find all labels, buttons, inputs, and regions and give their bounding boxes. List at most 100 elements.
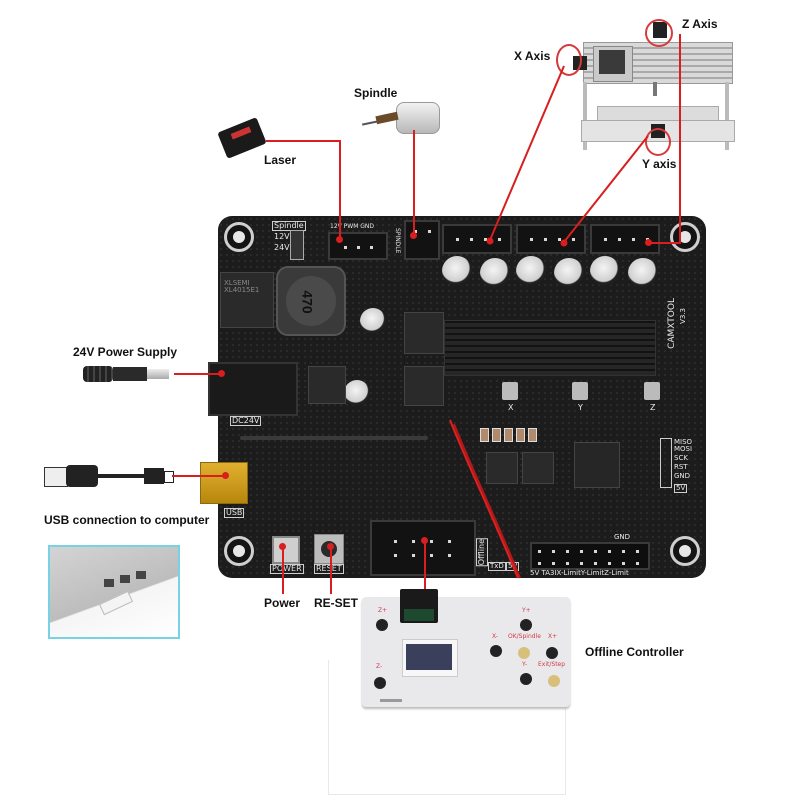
offline-controller: Z+ Z- Y+ X- OK/Spindle X+ Y- Exit/Step bbox=[362, 589, 570, 707]
regulator-chip bbox=[220, 272, 274, 328]
silk-power: POWER bbox=[270, 564, 304, 574]
controller-board: Spindle 12V 24V 12V PWM GND SPINDLE XLSE… bbox=[200, 216, 706, 578]
mosfet bbox=[404, 366, 444, 406]
spindle-connector[interactable] bbox=[404, 220, 440, 260]
y-minus-button[interactable] bbox=[520, 673, 532, 685]
y-current-pot[interactable] bbox=[572, 382, 588, 400]
microcontroller bbox=[574, 442, 620, 488]
spindle-label: Spindle bbox=[354, 86, 398, 100]
silk-pot-z: Z bbox=[650, 403, 656, 412]
x-minus-label: X- bbox=[492, 633, 498, 640]
silk-pot-x: X bbox=[508, 403, 514, 412]
silk-pot-y: Y bbox=[578, 403, 583, 412]
power-label: Power bbox=[264, 596, 301, 610]
z-plus-label: Z+ bbox=[378, 607, 388, 614]
x-axis-label: X Axis bbox=[514, 49, 551, 63]
limit-switch-header[interactable] bbox=[530, 542, 650, 570]
inductor: 470 bbox=[276, 266, 346, 336]
x-current-pot[interactable] bbox=[502, 382, 518, 400]
silk-isp-2: SCK bbox=[674, 454, 688, 462]
red-wire bbox=[449, 419, 521, 579]
usb-cable-image bbox=[44, 463, 174, 489]
controller-connector bbox=[400, 589, 438, 623]
capacitor bbox=[344, 380, 370, 406]
board-divider-strip bbox=[240, 436, 428, 440]
laser-image bbox=[217, 117, 269, 160]
power-switch[interactable] bbox=[272, 536, 300, 564]
silk-12v: 12V bbox=[274, 232, 290, 241]
y-axis-label: Y axis bbox=[642, 157, 677, 171]
offline-controller-header[interactable] bbox=[370, 520, 476, 576]
x-plus-label: X+ bbox=[548, 633, 558, 640]
exit-step-button[interactable] bbox=[548, 675, 560, 687]
y-plus-button[interactable] bbox=[520, 619, 532, 631]
ok-spindle-button[interactable] bbox=[518, 647, 530, 659]
x-axis-connector[interactable] bbox=[442, 224, 512, 254]
y-axis-connector-line bbox=[560, 135, 649, 247]
y-axis-motor-highlight bbox=[645, 128, 671, 156]
offline-controller-label: Offline Controller bbox=[585, 645, 684, 659]
x-axis-connector-line bbox=[486, 65, 565, 245]
mounting-hole bbox=[224, 536, 254, 566]
laser-label: Laser bbox=[264, 153, 297, 167]
usb-connection-label: USB connection to computer bbox=[44, 513, 210, 527]
board-version: V3.3 bbox=[679, 308, 687, 324]
silk-spindle: Spindle bbox=[272, 221, 306, 231]
mounting-hole bbox=[670, 536, 700, 566]
capacitor bbox=[554, 258, 584, 288]
cnc-machine-image bbox=[573, 22, 740, 153]
z-current-pot[interactable] bbox=[644, 382, 660, 400]
driver-heatsink bbox=[444, 320, 656, 376]
mounting-hole bbox=[670, 222, 700, 252]
z-axis-motor-highlight bbox=[645, 19, 673, 47]
usb-serial-chip bbox=[486, 452, 518, 484]
usb-port[interactable] bbox=[200, 462, 248, 504]
spindle-image bbox=[361, 100, 442, 140]
capacitor bbox=[480, 258, 510, 288]
ok-spindle-label: OK/Spindle bbox=[508, 633, 541, 640]
x-axis-motor-highlight bbox=[556, 44, 582, 76]
mosfet bbox=[308, 366, 346, 404]
silk-regulator: XLSEMI XL4015E1 bbox=[224, 279, 260, 294]
silk-isp-3: RST bbox=[674, 463, 688, 471]
capacitor bbox=[628, 258, 658, 288]
y-minus-label: Y- bbox=[522, 661, 528, 668]
z-minus-button[interactable] bbox=[374, 677, 386, 689]
mounting-hole bbox=[224, 222, 254, 252]
z-axis-label: Z Axis bbox=[682, 17, 718, 31]
exit-step-label: Exit/Step bbox=[538, 661, 566, 668]
controller-lcd bbox=[402, 639, 458, 677]
power-supply-label: 24V Power Supply bbox=[73, 345, 178, 359]
isp-header[interactable] bbox=[660, 438, 672, 488]
dc-plug-image bbox=[83, 364, 169, 384]
controller-slot bbox=[380, 699, 402, 702]
reset-label: RE-SET bbox=[314, 596, 359, 610]
silk-spindle-side: SPINDLE bbox=[394, 228, 401, 254]
inductor-value: 470 bbox=[299, 290, 316, 314]
silk-usb: USB bbox=[224, 508, 245, 518]
silk-isp-0: MISO bbox=[674, 438, 693, 446]
capacitor bbox=[590, 256, 620, 286]
silk-limit-row: 5V TA3IX-LimitY-LimitZ-Limit bbox=[530, 569, 629, 577]
silk-dc24v: DC24V bbox=[230, 416, 262, 426]
y-plus-label: Y+ bbox=[522, 607, 531, 614]
silk-isp-5v: 5V bbox=[674, 484, 688, 493]
controller-shadow-frame bbox=[328, 660, 566, 795]
board-brand: CAMXTOOL bbox=[667, 298, 677, 349]
laptop-usb-photo bbox=[48, 545, 180, 639]
capacitor bbox=[360, 308, 386, 334]
usb-serial-chip bbox=[522, 452, 554, 484]
x-plus-button[interactable] bbox=[546, 647, 558, 659]
z-minus-label: Z- bbox=[376, 663, 383, 670]
silk-txd: TxD bbox=[488, 562, 506, 571]
silk-reset: RESET bbox=[314, 564, 344, 574]
mosfet bbox=[404, 312, 444, 354]
x-minus-button[interactable] bbox=[490, 645, 502, 657]
spindle-voltage-jumper[interactable] bbox=[290, 230, 304, 260]
capacitor bbox=[442, 256, 472, 286]
silk-gnd: GND bbox=[614, 533, 631, 541]
silk-isp-1: MOSI bbox=[674, 445, 693, 453]
z-plus-button[interactable] bbox=[376, 619, 388, 631]
silk-isp-4: GND bbox=[674, 472, 691, 480]
silk-24v: 24V bbox=[274, 243, 290, 252]
